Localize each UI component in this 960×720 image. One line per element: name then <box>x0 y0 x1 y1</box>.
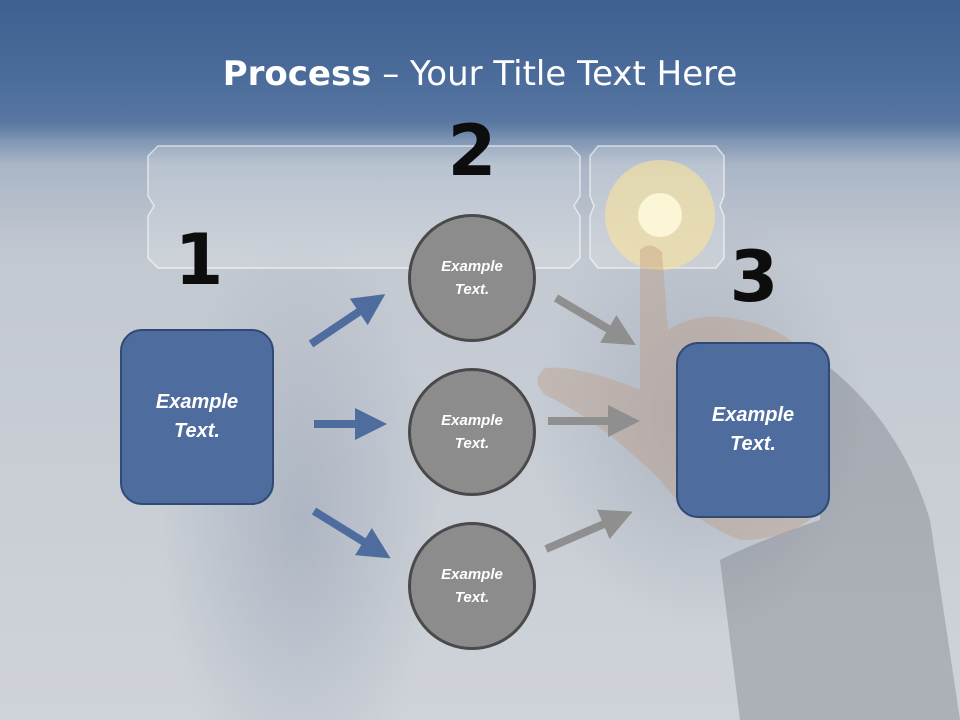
circle-top-label: Example Text. <box>441 258 503 298</box>
step-number-2: 2 <box>447 110 497 192</box>
circle-bottom-label: Example Text. <box>441 566 503 606</box>
right-box: Example Text. <box>676 342 830 518</box>
circle-bottom: Example Text. <box>408 522 536 650</box>
step-number-3: 3 <box>729 236 779 318</box>
circle-top: Example Text. <box>408 214 536 342</box>
suit-shape <box>720 360 960 720</box>
circle-middle-label: Example Text. <box>441 412 503 452</box>
slide-title: Process – Your Title Text Here <box>0 52 960 96</box>
title-band <box>0 0 960 140</box>
arrow-gray-up <box>544 509 633 553</box>
title-bold: Process <box>222 54 372 94</box>
circle-middle: Example Text. <box>408 368 536 496</box>
glow-core <box>638 193 682 237</box>
arrow-gray-down <box>553 294 636 346</box>
arrow-blue-up <box>308 294 386 348</box>
title-rest: – Your Title Text Here <box>371 54 738 94</box>
right-box-label: Example Text. <box>711 404 795 455</box>
step-number-1: 1 <box>174 219 224 301</box>
left-box-label: Example Text. <box>155 391 239 442</box>
left-box: Example Text. <box>120 329 274 505</box>
arrow-blue-down <box>311 507 391 559</box>
